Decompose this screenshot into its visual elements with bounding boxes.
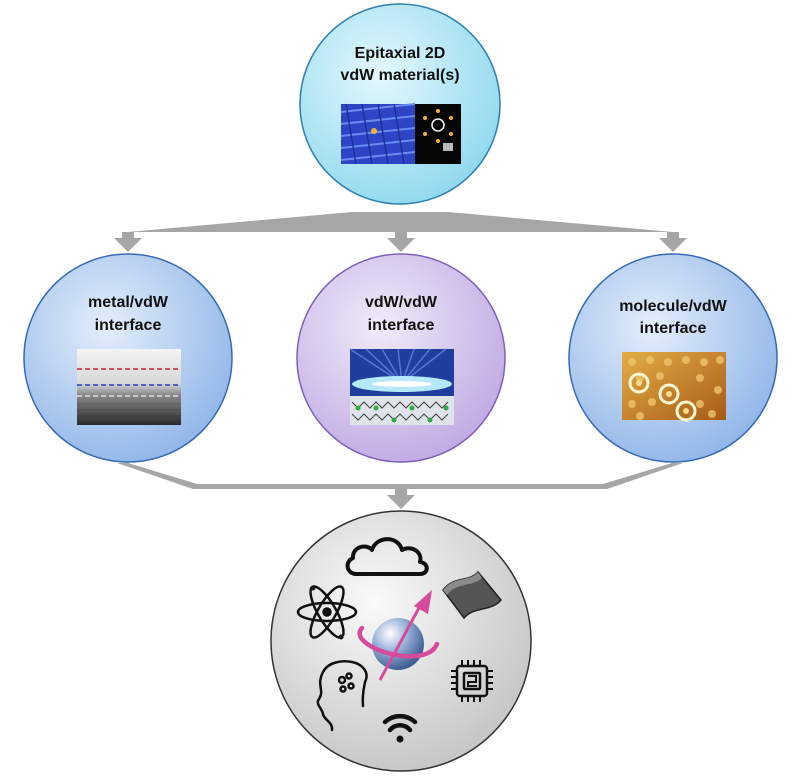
vdw-vdw-node: vdW/vdW interface <box>296 253 506 463</box>
metal-vdw-label-line2: interface <box>95 317 162 334</box>
vdw-vdw-label-line1: vdW/vdW <box>365 294 438 311</box>
bottom-collect-right <box>603 463 683 489</box>
molecule-interface-image <box>622 352 726 422</box>
metal-interface-image <box>77 349 181 425</box>
molecule-vdw-label-line1: molecule/vdW <box>619 298 727 315</box>
epitaxial-material-image <box>340 103 461 165</box>
top-node-label-line1: Epitaxial 2D <box>355 45 446 62</box>
atom-icon <box>296 585 358 640</box>
spin-sphere-icon <box>357 590 440 681</box>
applications-node <box>270 510 532 772</box>
molecule-vdw-node: molecule/vdW interface <box>568 253 778 463</box>
connectors <box>114 212 687 509</box>
bottom-bar <box>193 484 607 489</box>
arrow-left <box>114 232 142 252</box>
bottom-collect-left <box>117 463 197 489</box>
wifi-icon <box>382 713 418 743</box>
molecule-vdw-label-line2: interface <box>640 320 707 337</box>
top-spread-bar <box>128 212 673 232</box>
cloud-icon <box>345 537 429 576</box>
microchip-icon <box>451 660 493 702</box>
metal-vdw-label-line1: metal/vdW <box>88 294 169 311</box>
flexible-sheet-icon <box>442 570 502 620</box>
vdw-interface-image <box>349 348 454 425</box>
brain-head-icon <box>316 660 368 732</box>
arrow-down <box>387 489 415 509</box>
arrow-center <box>387 232 415 252</box>
top-node: Epitaxial 2D vdW material(s) <box>299 3 501 205</box>
vdw-vdw-label-line2: interface <box>368 317 435 334</box>
top-node-label-line2: vdW material(s) <box>340 67 459 84</box>
metal-vdw-node: metal/vdW interface <box>23 253 233 463</box>
arrow-right <box>659 232 687 252</box>
